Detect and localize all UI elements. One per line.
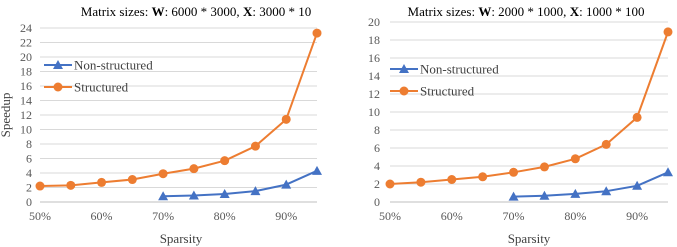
data-point-structured: [632, 112, 642, 122]
legend-label-structured: Structured: [74, 80, 129, 95]
y-tick-label: 18: [368, 33, 380, 47]
y-axis-label: Speedup: [0, 93, 13, 138]
y-tick-label: 22: [20, 36, 32, 50]
y-tick-label: 18: [20, 65, 32, 79]
x-tick-label: 60%: [441, 209, 463, 223]
data-point-structured: [416, 177, 426, 187]
x-tick-label: 90%: [275, 209, 297, 223]
series-line-non-structured: [163, 169, 318, 198]
data-point-non-structured: [570, 188, 581, 198]
data-point-structured: [385, 179, 395, 189]
y-tick-label: 4: [26, 166, 32, 180]
chart-right: Matrix sizes: W: 2000 * 1000, X: 1000 * …: [368, 4, 673, 246]
data-point-structured: [509, 167, 519, 177]
chart-title: Matrix sizes: W: 2000 * 1000, X: 1000 * …: [408, 4, 645, 19]
data-point-structured: [189, 164, 199, 174]
y-tick-label: 6: [26, 152, 32, 166]
y-tick-label: 16: [20, 79, 32, 93]
data-point-structured: [281, 114, 291, 124]
x-tick-label: 90%: [626, 209, 648, 223]
x-axis-label: Sparsity: [160, 231, 203, 246]
y-tick-label: 16: [368, 51, 380, 65]
x-tick-label: 50%: [379, 209, 401, 223]
y-tick-label: 2: [26, 181, 32, 195]
x-tick-label: 70%: [152, 209, 174, 223]
series-line-structured: [389, 31, 669, 185]
legend-label-structured: Structured: [420, 84, 475, 99]
legend-marker-non-structured: [399, 64, 409, 73]
x-tick-label: 70%: [503, 209, 525, 223]
data-point-non-structured: [312, 165, 322, 175]
y-tick-label: 10: [368, 105, 380, 119]
data-point-structured: [447, 175, 457, 184]
y-tick-label: 24: [20, 21, 32, 35]
y-tick-label: 2: [374, 177, 380, 191]
data-point-non-structured: [188, 190, 199, 200]
series-line-structured: [39, 32, 318, 188]
series-line-non-structured: [513, 171, 669, 198]
legend-marker-structured: [399, 86, 409, 96]
y-tick-label: 12: [368, 87, 380, 101]
data-point-non-structured: [508, 191, 519, 201]
x-axis-label: Sparsity: [508, 231, 551, 246]
data-point-non-structured: [158, 191, 169, 201]
data-point-structured: [97, 177, 107, 187]
data-point-structured: [250, 141, 260, 151]
data-point-non-structured: [663, 167, 673, 177]
data-point-structured: [663, 27, 673, 37]
data-point-structured: [35, 181, 45, 191]
y-tick-label: 10: [20, 123, 32, 137]
y-tick-label: 20: [20, 50, 32, 64]
y-tick-label: 6: [374, 141, 380, 155]
y-tick-label: 12: [20, 108, 32, 122]
legend-label-non-structured: Non-structured: [74, 58, 153, 73]
legend-marker-structured: [53, 82, 63, 92]
data-point-structured: [127, 175, 137, 185]
data-point-non-structured: [219, 189, 230, 199]
data-point-non-structured: [539, 190, 550, 200]
x-tick-label: 50%: [29, 209, 51, 223]
y-tick-label: 14: [20, 94, 32, 108]
data-point-non-structured: [281, 179, 292, 189]
data-point-structured: [312, 28, 322, 38]
y-tick-label: 20: [368, 15, 380, 29]
legend-marker-non-structured: [53, 60, 63, 69]
data-point-structured: [601, 139, 611, 149]
y-tick-label: 4: [374, 159, 380, 173]
data-point-non-structured: [601, 186, 612, 196]
y-tick-label: 0: [26, 195, 32, 209]
chart-title: Matrix sizes: W: 6000 * 3000, X: 3000 * …: [81, 4, 311, 19]
data-point-structured: [539, 162, 549, 172]
legend-label-non-structured: Non-structured: [420, 62, 499, 77]
x-tick-label: 80%: [214, 209, 236, 223]
x-tick-label: 60%: [91, 209, 113, 223]
y-tick-label: 8: [26, 137, 32, 151]
data-point-structured: [478, 172, 488, 182]
data-point-structured: [66, 180, 76, 190]
x-tick-label: 80%: [564, 209, 586, 223]
data-point-structured: [570, 154, 580, 164]
data-point-structured: [158, 169, 168, 179]
data-point-non-structured: [632, 180, 643, 190]
y-tick-label: 8: [374, 123, 380, 137]
data-point-non-structured: [250, 186, 261, 196]
y-tick-label: 0: [374, 195, 380, 209]
chart-left: Matrix sizes: W: 6000 * 3000, X: 3000 * …: [0, 4, 322, 246]
y-tick-label: 14: [368, 69, 380, 83]
data-point-structured: [220, 156, 230, 166]
